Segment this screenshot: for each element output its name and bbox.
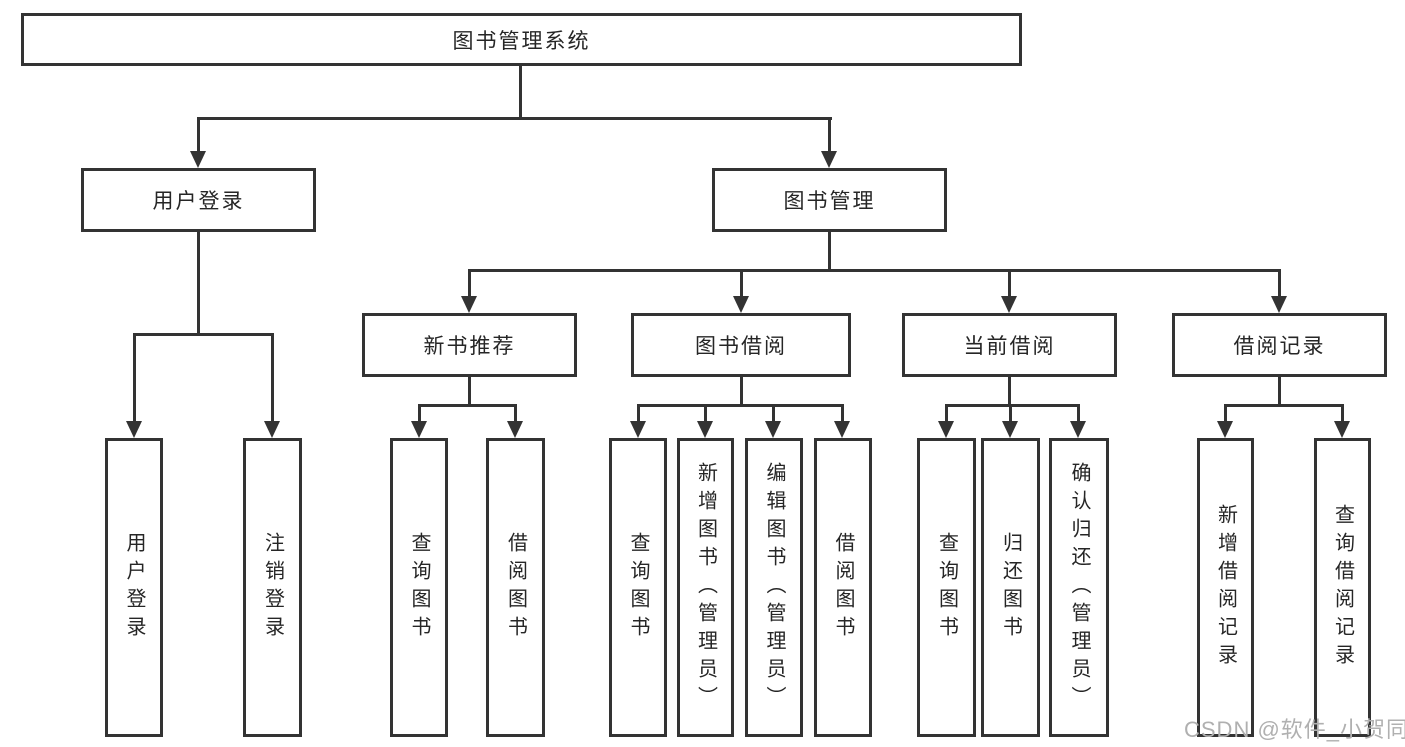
node-query-books-borrowing-label: 查询图书	[627, 531, 649, 644]
arrowhead-leaf-icon	[1070, 421, 1086, 438]
connector-borrow-records-stub	[1278, 377, 1281, 407]
arrowhead-leaf-icon	[1217, 421, 1233, 438]
node-borrow-books-recommend: 借阅图书	[486, 438, 545, 737]
csdn-watermark: CSDN @软件_小贺同学	[1184, 717, 1405, 742]
connector-current-borrowing-branch	[945, 404, 1080, 407]
node-return-book-label: 归还图书	[999, 531, 1022, 644]
node-edit-book-admin: 编辑图书（管理员）	[745, 438, 803, 737]
connector-book-borrowing-branch	[637, 404, 844, 407]
arrowhead-login-icon	[126, 421, 142, 438]
node-add-borrow-record: 新增借阅记录	[1197, 438, 1254, 737]
connector-book-mgmt-branch	[468, 269, 1281, 272]
arrowhead-borrow-records-icon	[1271, 296, 1287, 313]
node-query-books-borrowing: 查询图书	[609, 438, 667, 737]
connector-leaf-line	[418, 404, 421, 423]
arrowhead-leaf-icon	[765, 421, 781, 438]
node-add-book-admin: 新增图书（管理员）	[677, 438, 734, 737]
arrowhead-user-login-icon	[190, 151, 206, 168]
arrowhead-leaf-icon	[834, 421, 850, 438]
arrowhead-current-borrowing-icon	[1001, 296, 1017, 313]
connector-book-borrowing-stub	[740, 377, 743, 407]
connector-book-mgmt-stub	[828, 232, 831, 272]
arrowhead-leaf-icon	[1002, 421, 1018, 438]
arrowhead-book-management-icon	[821, 151, 837, 168]
connector-leaf-line	[514, 404, 517, 423]
connector-to-logout	[271, 333, 274, 422]
connector-borrow-records-branch	[1224, 404, 1344, 407]
connector-to-new-book	[468, 269, 471, 298]
arrowhead-leaf-icon	[938, 421, 954, 438]
connector-leaf-line	[1009, 404, 1012, 423]
node-login-label: 用户登录	[123, 531, 145, 644]
arrowhead-leaf-icon	[507, 421, 523, 438]
connector-root-branch	[197, 117, 832, 120]
connector-to-borrow-records	[1278, 269, 1281, 298]
node-current-borrowing: 当前借阅	[902, 313, 1117, 377]
arrowhead-book-borrowing-icon	[733, 296, 749, 313]
connector-leaf-line	[945, 404, 948, 423]
node-query-borrow-record: 查询借阅记录	[1314, 438, 1371, 737]
node-user-login-module: 用户登录	[81, 168, 316, 232]
connector-leaf-line	[704, 404, 707, 423]
node-borrow-books-label: 借阅图书	[832, 531, 854, 644]
connector-to-user-login	[197, 117, 200, 154]
connector-current-borrowing-stub	[1008, 377, 1011, 407]
connector-to-login	[133, 333, 136, 422]
connector-to-book-management	[828, 117, 831, 154]
node-return-book: 归还图书	[981, 438, 1040, 737]
arrowhead-leaf-icon	[411, 421, 427, 438]
arrowhead-leaf-icon	[630, 421, 646, 438]
node-root-system: 图书管理系统	[21, 13, 1022, 66]
arrowhead-leaf-icon	[697, 421, 713, 438]
node-confirm-return-admin-label: 确认归还（管理员）	[1068, 461, 1090, 714]
connector-leaf-line	[841, 404, 844, 423]
connector-new-book-branch	[418, 404, 517, 407]
node-query-books-current-label: 查询图书	[935, 531, 958, 644]
connector-new-book-stub	[468, 377, 471, 407]
node-new-book-recommend: 新书推荐	[362, 313, 577, 377]
connector-leaf-line	[1224, 404, 1227, 423]
connector-to-current-borrowing	[1008, 269, 1011, 298]
node-borrow-records: 借阅记录	[1172, 313, 1387, 377]
node-query-books-recommend-label: 查询图书	[408, 531, 430, 644]
node-book-management-module: 图书管理	[712, 168, 947, 232]
connector-leaf-line	[1077, 404, 1080, 423]
node-add-book-admin-label: 新增图书（管理员）	[694, 461, 717, 714]
node-query-books-recommend: 查询图书	[390, 438, 448, 737]
node-login: 用户登录	[105, 438, 163, 737]
node-edit-book-admin-label: 编辑图书（管理员）	[763, 461, 785, 714]
node-borrow-books-recommend-label: 借阅图书	[504, 531, 527, 644]
connector-leaf-line	[1341, 404, 1344, 423]
connector-leaf-line	[637, 404, 640, 423]
arrowhead-leaf-icon	[1334, 421, 1350, 438]
node-query-borrow-record-label: 查询借阅记录	[1331, 503, 1354, 672]
arrowhead-logout-icon	[264, 421, 280, 438]
node-book-borrowing: 图书借阅	[631, 313, 851, 377]
node-add-borrow-record-label: 新增借阅记录	[1214, 503, 1237, 672]
connector-root-stub	[519, 66, 522, 120]
node-borrow-books: 借阅图书	[814, 438, 872, 737]
node-logout-label: 注销登录	[261, 531, 284, 644]
node-query-books-current: 查询图书	[917, 438, 976, 737]
node-confirm-return-admin: 确认归还（管理员）	[1049, 438, 1109, 737]
connector-user-login-branch	[133, 333, 274, 336]
connector-to-book-borrowing	[740, 269, 743, 298]
arrowhead-new-book-icon	[461, 296, 477, 313]
connector-user-login-stub	[197, 232, 200, 336]
node-logout: 注销登录	[243, 438, 302, 737]
connector-leaf-line	[772, 404, 775, 423]
